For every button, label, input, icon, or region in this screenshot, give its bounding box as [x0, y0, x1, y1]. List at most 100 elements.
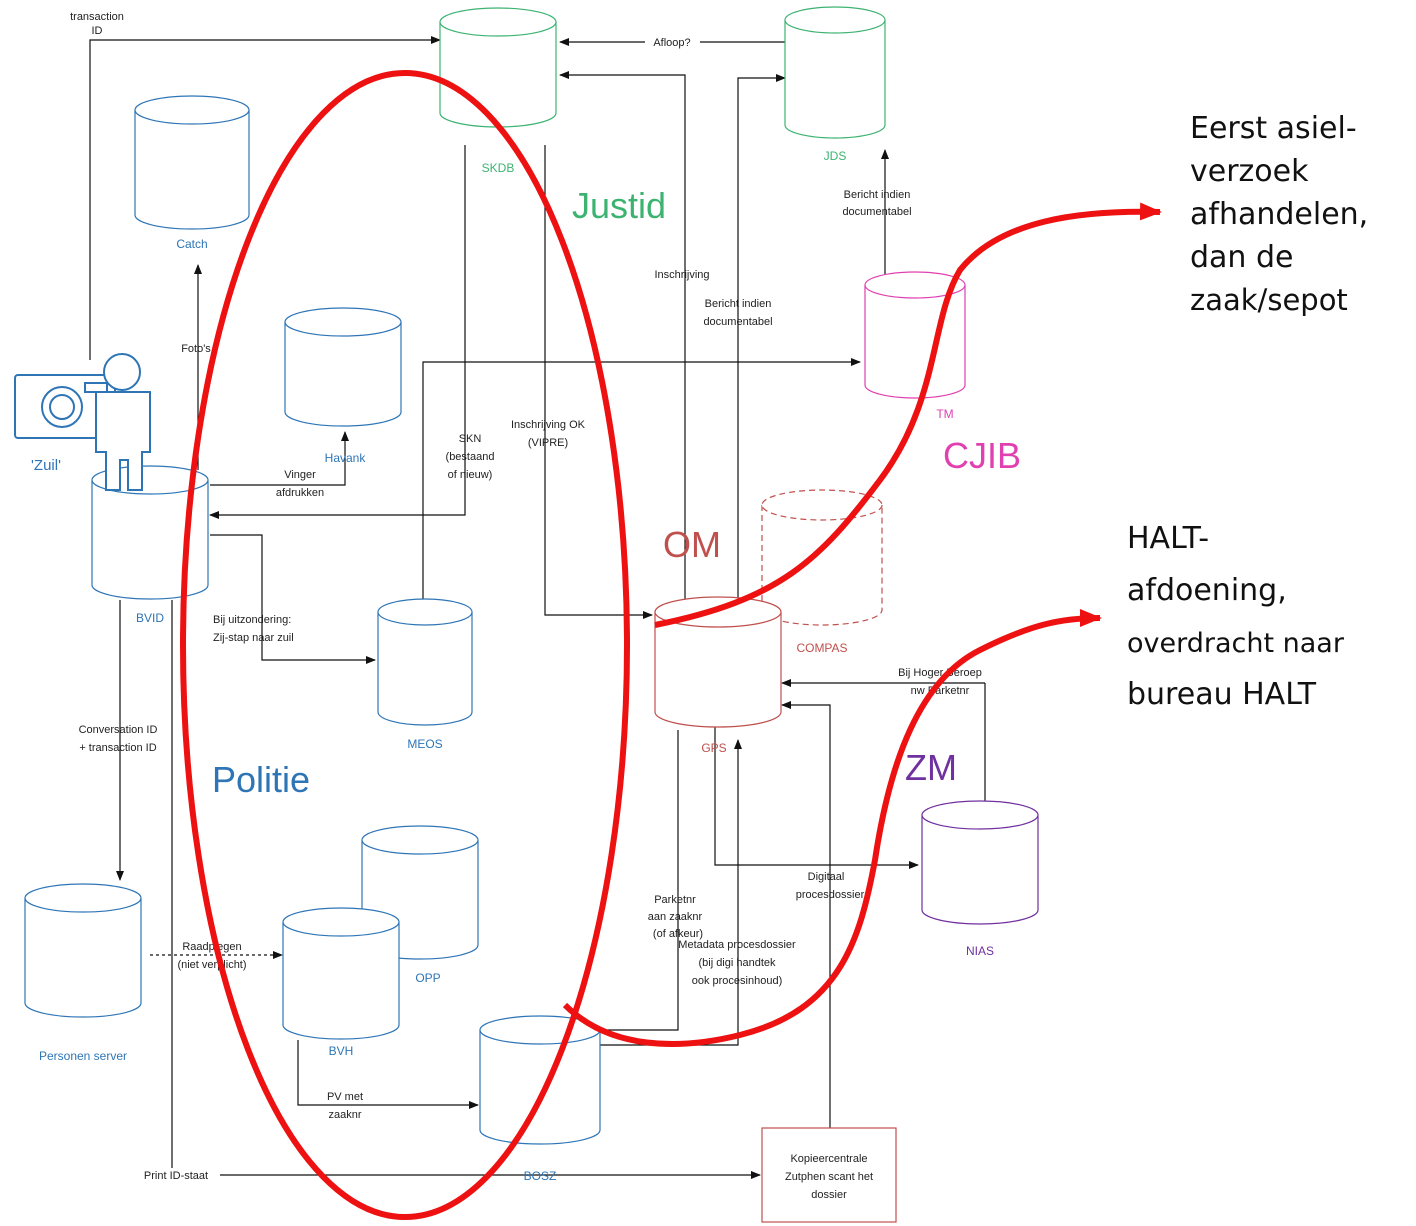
- label-hoger-beroep-1: Bij Hoger Beroep: [898, 667, 982, 679]
- node-opp: OPP: [415, 971, 440, 985]
- label-bericht-tm-2: documentabel: [703, 316, 772, 328]
- highlight-ellipse: [180, 70, 630, 1220]
- label-afloop: Afloop?: [653, 37, 690, 49]
- node-compas: COMPAS: [796, 641, 847, 655]
- edge-inschrijving-ok: [544, 145, 653, 619]
- node-jds: JDS: [824, 149, 847, 163]
- label-uitzondering-1: Bij uitzondering:: [213, 614, 291, 626]
- node-havank: Havank: [325, 451, 367, 465]
- edge-skn: [209, 145, 466, 519]
- cylinder-bosz: [479, 1015, 601, 1145]
- cylinder-bvh: [282, 907, 400, 1040]
- label-print-id-staat: Print ID-staat: [144, 1170, 208, 1182]
- node-personen-server: Personen server: [39, 1049, 127, 1063]
- label-bericht-jds-2: documentabel: [842, 206, 911, 218]
- node-skdb: SKDB: [482, 161, 515, 175]
- annotation-asiel: Eerst asiel- verzoek afhandelen, dan de …: [1190, 111, 1368, 317]
- label-bericht-jds-1: Bericht indien: [844, 189, 911, 201]
- label-hoger-beroep-2: nw Parketnr: [911, 685, 970, 697]
- edge-meos-tm: [422, 358, 861, 600]
- zuil-camera-icon: [14, 374, 116, 439]
- note-halt-4: bureau HALT: [1127, 677, 1317, 712]
- note-asiel-5: zaak/sepot: [1190, 283, 1348, 317]
- node-bvh: BVH: [329, 1044, 354, 1058]
- node-bosz: BOSZ: [524, 1169, 557, 1183]
- label-parketnr-2: aan zaaknr: [648, 911, 703, 923]
- label-parketnr-1: Parketnr: [654, 894, 696, 906]
- label-uitzondering-2: Zij-stap naar zuil: [213, 632, 294, 644]
- domain-cjib: CJIB: [943, 435, 1021, 476]
- label-pv-1: PV met: [327, 1091, 363, 1103]
- node-kopieercentrale-box: [761, 1127, 897, 1223]
- zuil-person-icon: [95, 353, 151, 491]
- label-skn-3: of nieuw): [448, 469, 493, 481]
- node-kopieercentrale-line3: dossier: [811, 1189, 847, 1201]
- annotation-arrow-asiel: [654, 202, 1162, 628]
- domain-zm: ZM: [905, 747, 957, 788]
- cylinder-personen: [24, 883, 142, 1018]
- edge-bericht-jds: [737, 74, 786, 600]
- cylinder-jds: [784, 6, 886, 139]
- label-metadata-3: ook procesinhoud): [692, 975, 783, 987]
- note-halt-2: afdoening,: [1127, 573, 1287, 608]
- node-kopieercentrale-line2: Zutphen scant het: [785, 1171, 873, 1183]
- cylinder-tm: [864, 271, 966, 399]
- cylinder-catch: [134, 95, 250, 230]
- label-inschrijving-ok-2: (VIPRE): [528, 437, 568, 449]
- cylinder-havank: [284, 307, 402, 427]
- label-conversation-1: Conversation ID: [79, 724, 158, 736]
- node-bvid: BVID: [136, 611, 164, 625]
- note-asiel-4: dan de: [1190, 240, 1293, 275]
- note-asiel-3: afhandelen,: [1190, 197, 1368, 232]
- cylinder-meos: [377, 598, 473, 726]
- label-metadata-2: (bij digi handtek: [698, 957, 776, 969]
- label-bericht-tm-1: Bericht indien: [705, 298, 772, 310]
- label-conversation-2: + transaction ID: [79, 742, 156, 754]
- edge-gps-nias: [714, 715, 919, 869]
- label-metadata-1: Metadata procesdossier: [678, 939, 796, 951]
- label-digitaal-2: procesdossier: [796, 889, 865, 901]
- label-transaction: transaction: [70, 11, 124, 23]
- node-kopieercentrale-line1: Kopieercentrale: [790, 1153, 867, 1165]
- edge-pv: [297, 1040, 479, 1109]
- label-inschrijving: Inschrijving: [654, 269, 709, 281]
- domain-om: OM: [663, 524, 721, 565]
- label-raadplegen-1: Raadplegen: [182, 941, 241, 953]
- edge-uitzondering: [210, 534, 376, 664]
- edge-vinger: [210, 431, 349, 486]
- note-asiel-1: Eerst asiel-: [1190, 111, 1357, 146]
- edge-transaction-id: [89, 36, 441, 360]
- annotation-arrow-halt: [562, 609, 1102, 1047]
- edge-parketnr: [600, 730, 679, 1031]
- node-tm: TM: [936, 407, 953, 421]
- note-halt-3: overdracht naar: [1127, 628, 1345, 659]
- label-skn-2: (bestaand: [446, 451, 495, 463]
- label-fotos: Foto's: [181, 343, 211, 355]
- label-transaction-id: ID: [92, 25, 103, 37]
- edge-labels: transaction ID Afloop? Foto's Vinger afd…: [70, 11, 982, 1182]
- node-nias: NIAS: [966, 944, 994, 958]
- domain-politie: Politie: [212, 759, 310, 800]
- note-halt-1: HALT-: [1127, 521, 1209, 556]
- label-raadplegen-2: (niet verplicht): [177, 959, 246, 971]
- label-pv-2: zaaknr: [328, 1109, 361, 1121]
- node-zuil: 'Zuil': [31, 457, 61, 474]
- domain-justid: Justid: [572, 185, 666, 226]
- label-inschrijving-ok-1: Inschrijving OK: [511, 419, 586, 431]
- label-vinger-2: afdrukken: [276, 487, 324, 499]
- edge-digitaal: [781, 701, 831, 1155]
- edge-inschrijving: [559, 71, 686, 600]
- cylinder-compas: [761, 489, 883, 626]
- label-skn-1: SKN: [459, 433, 482, 445]
- note-asiel-2: verzoek: [1190, 154, 1309, 189]
- node-gps: GPS: [701, 741, 726, 755]
- cylinder-gps: [654, 596, 782, 728]
- label-digitaal-1: Digitaal: [808, 871, 845, 883]
- node-meos: MEOS: [407, 737, 442, 751]
- label-vinger-1: Vinger: [284, 469, 316, 481]
- cylinder-skdb: [439, 7, 557, 128]
- cylinder-nias: [921, 800, 1039, 925]
- annotation-halt: HALT- afdoening, overdracht naar bureau …: [1127, 521, 1345, 712]
- label-parketnr-3: (of afkeur): [653, 928, 703, 940]
